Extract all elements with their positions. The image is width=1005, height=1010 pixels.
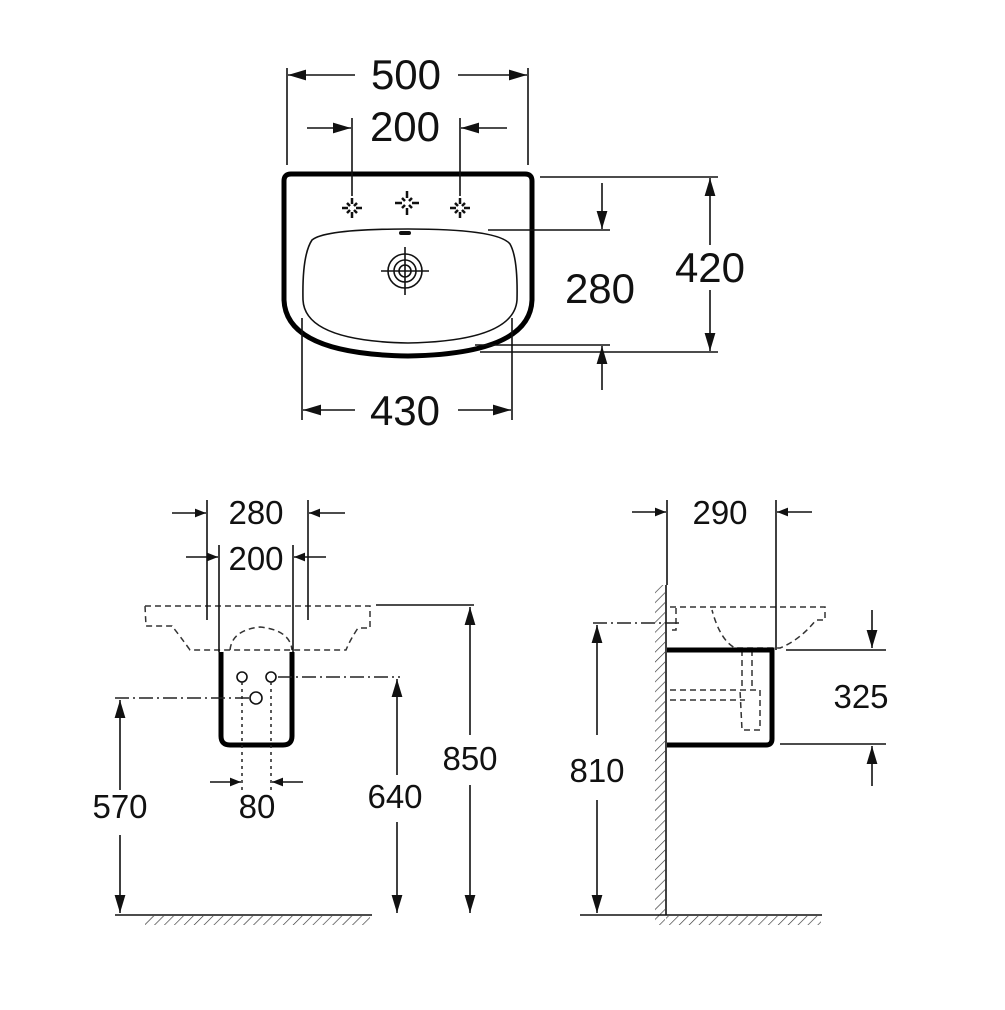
bowl-outline [302,228,518,344]
overflow-slot [399,231,411,235]
dimension-570: 570 [92,697,250,913]
front-view: 280 200 80 570 640 [92,494,498,925]
top-view: 500 200 420 280 [281,51,745,434]
bowl-dashed-outline [229,626,293,651]
dimension-label: 500 [371,51,441,98]
basin-dashed-outline-side [668,606,826,649]
dimension-label: 640 [367,778,422,815]
trap-dashed [670,650,761,731]
dimension-290: 290 [632,494,812,650]
pedestal-outline-side [667,647,775,748]
dimension-420: 420 [480,176,745,353]
dimension-850: 850 [376,604,498,913]
floor-line [115,914,372,925]
dimension-label: 325 [833,678,888,715]
dimension-label: 200 [370,103,440,150]
dimension-label: 280 [565,265,635,312]
dimension-label: 290 [692,494,747,531]
wall [655,585,667,925]
pedestal-outline [218,652,295,748]
side-view: 290 810 325 [569,494,889,925]
dimension-label: 810 [569,752,624,789]
dimension-200-top: 200 [307,103,507,196]
dimension-80: 80 [210,682,303,825]
dimension-label: 430 [370,387,440,434]
floor-line-side [580,914,822,925]
pedestal-holes-icon [236,671,277,705]
dimension-430: 430 [301,318,513,434]
dimension-325: 325 [780,610,889,786]
basin-dashed-outline [144,605,371,651]
dimension-810: 810 [569,622,682,913]
dimension-640: 640 [278,676,423,913]
dimension-label: 420 [675,244,745,291]
dimension-label: 280 [228,494,283,531]
dimension-label: 80 [239,788,276,825]
basin-outline [281,171,535,359]
drain-icon [381,247,429,295]
dimension-label: 850 [442,740,497,777]
tap-hole-icons [342,191,470,218]
dimension-280-top: 280 [475,183,635,390]
dimension-200-front: 200 [186,540,326,652]
dimension-label: 570 [92,788,147,825]
dimension-500: 500 [286,51,529,165]
dimension-label: 200 [228,540,283,577]
